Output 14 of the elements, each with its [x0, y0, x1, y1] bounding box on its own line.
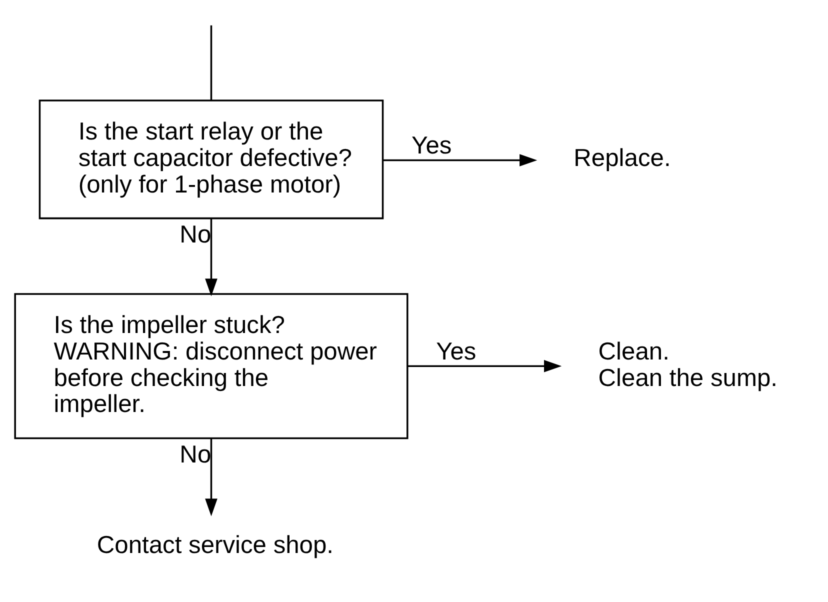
node-text: Replace. [574, 144, 671, 172]
edge-label: Yes [412, 132, 452, 160]
node-box: Is the impeller stuck? WARNING: disconnect power before checking the impeller. [14, 293, 408, 440]
arrow [408, 360, 562, 372]
node-box: Is the start relay or the start capacitor defective? (only for 1-phase motor) [38, 100, 384, 220]
edge-label: No [180, 441, 212, 468]
edge-label: Yes [436, 338, 476, 366]
node-text: Contact service shop. [96, 532, 334, 559]
edge-label: No [180, 221, 212, 248]
connector [210, 25, 212, 100]
node-text: Clean. Clean the sump. [598, 338, 778, 392]
arrow [383, 154, 538, 166]
arrow [205, 438, 218, 516]
arrow [205, 218, 218, 296]
